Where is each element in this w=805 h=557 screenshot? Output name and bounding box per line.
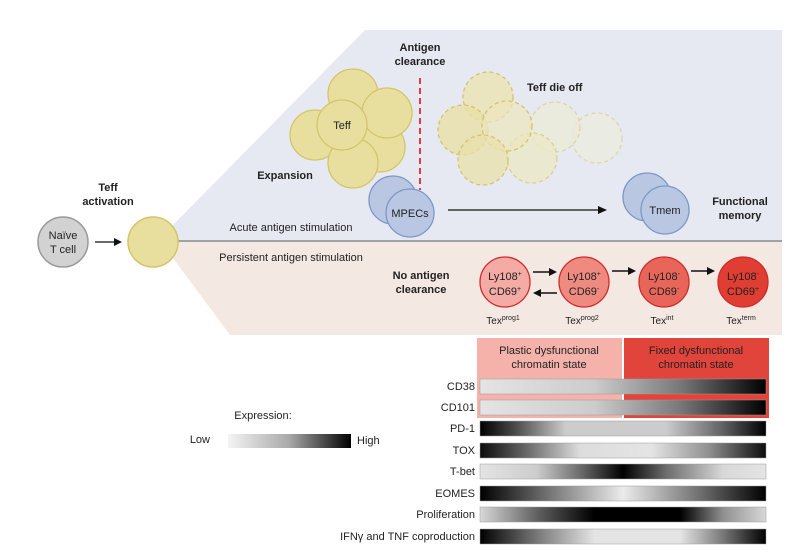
expression-legend: Expression: Low High <box>190 410 380 448</box>
expression-bar <box>479 506 767 523</box>
expression-row: EOMES <box>435 485 767 502</box>
tex-cell-term: Ly108-CD69+Texterm <box>717 256 769 327</box>
tex-cell-prog1: Ly108+CD69+Texprog1 <box>479 256 531 327</box>
memory-arrow <box>448 206 607 214</box>
tex-marker-ly108: Ly108- <box>727 271 760 283</box>
persistent-stimulation-wedge <box>170 241 782 335</box>
persistent-stimulation-label: Persistent antigen stimulation <box>219 252 363 264</box>
teff-die-off-label: Teff die off <box>527 82 583 94</box>
expression-row: CD38 <box>447 378 767 395</box>
expression-row-label: CD101 <box>441 402 475 414</box>
teff-cell <box>361 87 413 139</box>
expression-row-label: CD38 <box>447 381 475 393</box>
expression-row-label: Proliferation <box>416 509 475 521</box>
tex-marker-cd69: CD69- <box>569 286 600 298</box>
acute-stimulation-label: Acute antigen stimulation <box>230 222 353 234</box>
naive-cell-label-2: T cell <box>50 244 76 256</box>
arrow-prog2-to-int <box>612 267 636 275</box>
tex-marker-cd69: CD69+ <box>727 286 759 298</box>
expression-bar <box>479 485 767 502</box>
expression-bar <box>479 378 767 395</box>
arrow-prog2-to-prog1 <box>533 289 557 297</box>
teff-cell-center <box>316 99 368 151</box>
legend-gradient-bar <box>228 434 351 448</box>
tex-transition-arrows <box>533 267 715 297</box>
tex-cell-int: Ly108-CD69-Texint <box>638 256 690 327</box>
tex-marker-ly108: Ly108+ <box>567 271 601 283</box>
expansion-label: Expansion <box>257 170 313 182</box>
expression-row-label: TOX <box>453 445 476 457</box>
expression-row: Proliferation <box>416 506 767 523</box>
teff-label: Teff <box>333 120 351 132</box>
exhausted-t-cells: Ly108+CD69+Texprog1Ly108+CD69-Texprog2Ly… <box>479 256 769 327</box>
tex-cell-circle <box>638 256 690 308</box>
legend-low-label: Low <box>190 434 210 446</box>
no-clearance-label-1: No antigen <box>393 270 450 282</box>
activated-t-cell <box>127 216 179 268</box>
naive-cell-label-1: Naïve <box>49 230 78 242</box>
expression-bar <box>479 528 767 545</box>
tex-cell-prog2: Ly108+CD69-Texprog2 <box>558 256 610 327</box>
expression-bar <box>479 420 767 437</box>
tex-marker-cd69: CD69+ <box>489 286 521 298</box>
expression-row-label: PD-1 <box>450 423 475 435</box>
plastic-chromatin-label-1: Plastic dysfunctional <box>499 345 599 357</box>
antigen-clearance-label-1: Antigen <box>400 42 441 54</box>
functional-memory-label-2: memory <box>719 210 763 222</box>
teff-activation-label-1: Teff <box>98 182 118 194</box>
tmem-label: Tmem <box>649 205 680 217</box>
tex-marker-ly108: Ly108+ <box>488 271 522 283</box>
mpecs-cells <box>368 175 435 238</box>
teff-die-off-cluster <box>437 71 623 186</box>
legend-high-label: High <box>357 435 380 447</box>
antigen-clearance-label-2: clearance <box>395 56 446 68</box>
no-clearance-label-2: clearance <box>396 284 447 296</box>
expression-bar <box>479 442 767 459</box>
expression-bar <box>479 463 767 480</box>
plastic-chromatin-label-2: chromatin state <box>511 359 586 371</box>
dying-teff-cell <box>457 134 509 186</box>
expression-bar <box>479 399 767 416</box>
activation-arrow <box>95 238 122 246</box>
mpecs-label: MPECs <box>391 208 429 220</box>
tmem-cells <box>622 172 690 235</box>
fixed-chromatin-label-1: Fixed dysfunctional <box>649 345 743 357</box>
tex-marker-ly108: Ly108- <box>648 271 681 283</box>
legend-title: Expression: <box>234 410 291 422</box>
expression-row-label: IFNγ and TNF coproduction <box>340 531 475 543</box>
tex-cell-circle <box>479 256 531 308</box>
expression-row-label: EOMES <box>435 488 475 500</box>
teff-activation-label-2: activation <box>82 196 134 208</box>
expression-row: TOX <box>453 442 767 459</box>
tex-cell-circle <box>717 256 769 308</box>
expression-row: PD-1 <box>450 420 767 437</box>
expression-row: IFNγ and TNF coproduction <box>340 528 767 545</box>
functional-memory-label-1: Functional <box>712 196 768 208</box>
naive-t-cell: Naïve T cell <box>37 216 89 268</box>
expression-row: CD101 <box>441 399 767 416</box>
teff-expansion-cluster <box>289 68 413 189</box>
fixed-chromatin-label-2: chromatin state <box>658 359 733 371</box>
tex-cell-circle <box>558 256 610 308</box>
tex-marker-cd69: CD69- <box>649 286 680 298</box>
expression-row: T-bet <box>450 463 767 480</box>
expression-row-label: T-bet <box>450 466 475 478</box>
arrow-prog1-to-prog2 <box>533 268 557 276</box>
arrow-int-to-term <box>691 267 715 275</box>
